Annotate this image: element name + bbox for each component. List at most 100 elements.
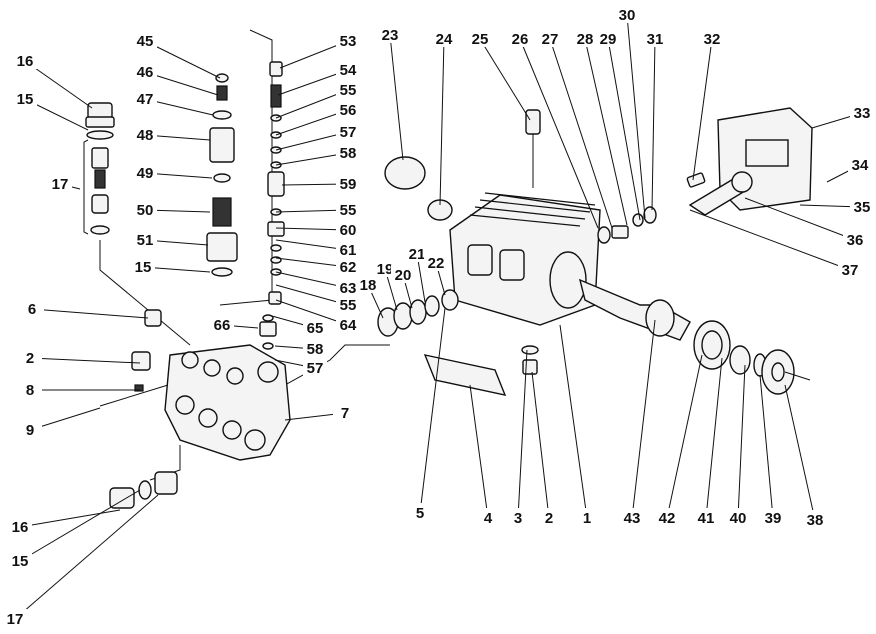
callout-bg-36 — [843, 230, 867, 248]
callout-27: 27 — [542, 31, 559, 48]
cap-16-top — [85, 102, 115, 140]
connecting-rod-36 — [686, 171, 753, 216]
callout-bg-5 — [408, 503, 432, 521]
bearing-23-24 — [384, 156, 453, 221]
cap-16-bottom — [109, 471, 178, 509]
seals-18-22 — [377, 289, 459, 337]
callout-bg-23 — [378, 25, 402, 43]
leader-line-37 — [689, 209, 851, 271]
crankshaft-43 — [578, 278, 691, 341]
callout-bg-17a — [48, 174, 72, 192]
callout-bg-50 — [133, 200, 157, 218]
small-parts-26-31 — [597, 206, 657, 244]
callout-bg-55c — [336, 295, 360, 313]
leader-line-24 — [439, 38, 445, 206]
callout-bg-43 — [620, 508, 644, 526]
leader-line-27 — [549, 38, 613, 229]
leader-line-30 — [626, 14, 646, 219]
callout-bg-58b — [303, 339, 327, 357]
callout-bg-22 — [424, 253, 448, 271]
callout-49: 49 — [137, 165, 154, 182]
leader-line-29 — [607, 38, 641, 221]
leader-line-45 — [144, 40, 221, 79]
drain-plug-2 — [521, 345, 539, 375]
callout-54: 54 — [340, 62, 357, 79]
leader-line-2b — [531, 371, 550, 519]
callout-bg-31 — [643, 29, 667, 47]
leader-line-3 — [517, 349, 528, 519]
callout-19: 19 — [377, 261, 394, 278]
callout-bg-2a — [18, 348, 42, 366]
callout-58a: 58 — [340, 145, 357, 162]
callout-59: 59 — [340, 176, 357, 193]
callout-17b: 17 — [7, 611, 24, 628]
callout-bg-64 — [336, 315, 360, 333]
callout-2b: 2 — [545, 510, 553, 527]
callout-21: 21 — [409, 246, 426, 263]
callout-bg-20 — [391, 265, 415, 283]
callout-36: 36 — [847, 232, 864, 249]
callout-bg-2b — [537, 508, 561, 526]
leader-line-23 — [389, 34, 404, 161]
callout-3: 3 — [514, 510, 522, 527]
callout-bg-3 — [506, 508, 530, 526]
manifold-head-7 — [164, 344, 291, 461]
callout-57a: 57 — [340, 124, 357, 141]
bearing-pulley-38-42 — [693, 320, 811, 395]
callout-30: 30 — [619, 7, 636, 24]
callout-bg-49 — [133, 163, 157, 181]
callout-bg-8 — [18, 380, 42, 398]
callout-56: 56 — [340, 102, 357, 119]
callout-bg-55b — [336, 200, 360, 218]
callout-4: 4 — [484, 510, 493, 527]
callout-35: 35 — [854, 199, 871, 216]
callout-60: 60 — [340, 222, 357, 239]
callout-bg-60 — [336, 220, 360, 238]
valve-stack-17 — [90, 147, 110, 235]
callout-bg-15b — [131, 257, 155, 275]
callout-29: 29 — [600, 31, 617, 48]
callout-bg-62 — [336, 257, 360, 275]
callout-bg-48 — [133, 125, 157, 143]
callout-61: 61 — [340, 242, 357, 259]
leader-line-4 — [469, 384, 489, 519]
callout-bg-46 — [133, 62, 157, 80]
callout-25: 25 — [472, 31, 489, 48]
callout-57b: 57 — [307, 360, 324, 377]
callout-bg-35 — [850, 197, 874, 215]
valve-stack-45-51 — [206, 73, 238, 277]
callout-43: 43 — [624, 510, 641, 527]
callout-42: 42 — [659, 510, 676, 527]
callout-bg-27 — [538, 29, 562, 47]
callout-bg-7 — [333, 403, 357, 421]
callout-bg-6 — [20, 299, 44, 317]
callout-18: 18 — [360, 277, 377, 294]
callout-51: 51 — [137, 232, 154, 249]
callout-bg-34 — [848, 155, 872, 173]
callout-46: 46 — [137, 64, 154, 81]
callout-58b: 58 — [307, 341, 324, 358]
leader-line-36 — [744, 197, 856, 241]
callout-bg-32 — [700, 29, 724, 47]
callout-bg-63 — [336, 278, 360, 296]
callout-39: 39 — [765, 510, 782, 527]
leader-line-42 — [666, 354, 703, 519]
callout-bg-41 — [694, 508, 718, 526]
callout-bg-29 — [596, 29, 620, 47]
leader-line-41 — [705, 357, 723, 519]
callout-55a: 55 — [340, 82, 357, 99]
oil-cover-4 — [423, 354, 507, 396]
callout-bg-37 — [838, 260, 862, 278]
callout-41: 41 — [698, 510, 715, 527]
callout-bg-39 — [761, 508, 785, 526]
callout-16a: 16 — [17, 53, 34, 70]
callout-16b: 16 — [12, 519, 29, 536]
callout-15c: 15 — [12, 553, 29, 570]
callout-34: 34 — [852, 157, 869, 174]
callout-50: 50 — [137, 202, 154, 219]
callout-bg-59 — [336, 174, 360, 192]
callout-37: 37 — [842, 262, 859, 279]
callout-2a: 2 — [26, 350, 34, 367]
